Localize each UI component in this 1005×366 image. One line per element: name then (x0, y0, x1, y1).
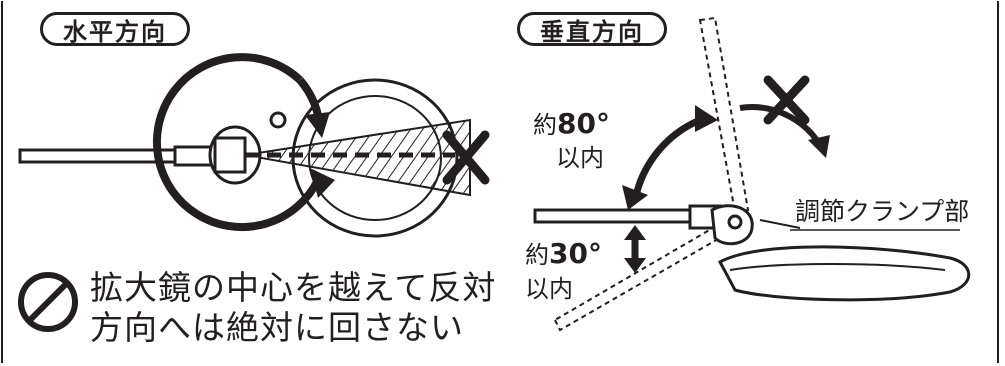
cross-mark-icon (442, 130, 490, 185)
lower-angle-label: 約30° (525, 237, 602, 270)
lower-angle-prefix: 約 (525, 241, 549, 269)
upper-angle-prefix: 約 (533, 111, 557, 139)
clamp-base (717, 219, 971, 302)
warning-line-1: 拡大鏡の中心を越えて反対 (90, 268, 497, 307)
magnifier-arm-vertical (533, 204, 754, 246)
warning-line-2: 方向へは絶対に回さない (90, 308, 464, 347)
lower-angle-suffix: 以内 (525, 275, 573, 303)
angle-arrow-80 (631, 114, 707, 201)
magnifier-arm-horizontal (18, 111, 287, 185)
arm-upper-ghost (698, 16, 750, 214)
clamp-label: 調節クランプ部 (795, 197, 970, 226)
upper-angle-label: 約80° (533, 107, 610, 140)
upper-angle-value: 80° (557, 107, 610, 140)
cross-mark-icon-vertical (763, 75, 810, 125)
title-vertical: 垂直方向 (517, 12, 667, 46)
upper-angle-suffix: 以内 (556, 144, 604, 172)
swing-back-arrow (739, 104, 823, 147)
title-horizontal: 水平方向 (40, 12, 190, 46)
prohibition-icon (18, 272, 78, 332)
lower-angle-value: 30° (549, 237, 602, 270)
